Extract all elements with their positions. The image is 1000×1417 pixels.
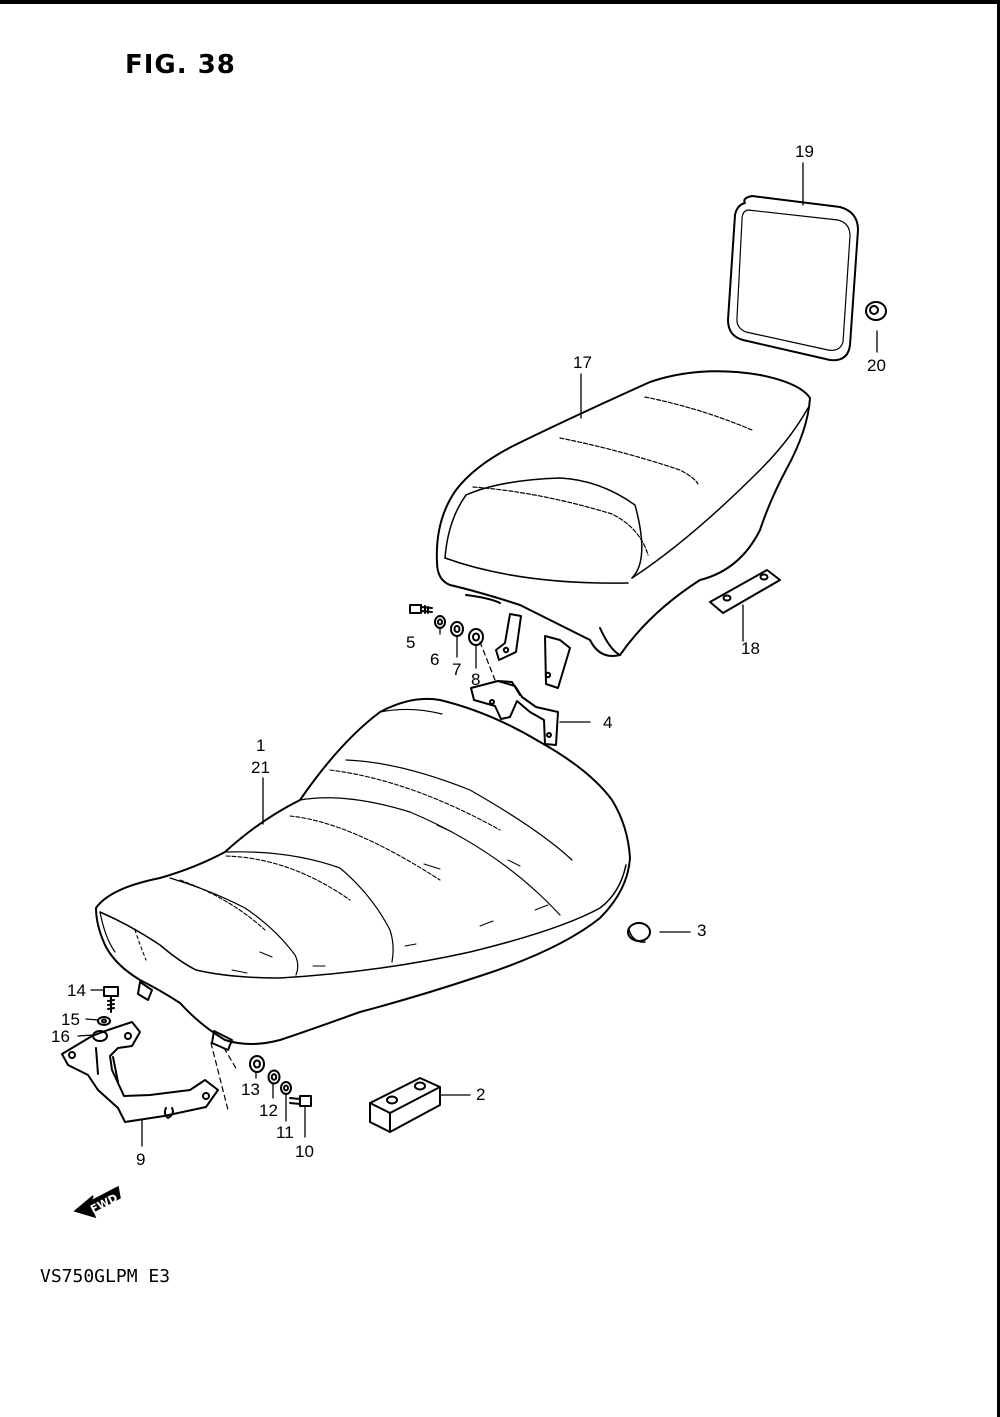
callout-3: 3 xyxy=(697,921,706,940)
callout-17: 17 xyxy=(573,353,592,372)
front-seat xyxy=(95,697,631,1051)
rear-seat xyxy=(435,370,811,689)
callout-19: 19 xyxy=(795,142,814,161)
callout-5: 5 xyxy=(406,633,415,652)
callout-20: 20 xyxy=(867,356,886,375)
figure-title: FIG. 38 xyxy=(125,50,236,80)
leader-lines xyxy=(77,162,878,1147)
callout-16: 16 xyxy=(51,1027,70,1046)
rubber-cushion-rear xyxy=(709,569,781,614)
callout-2: 2 xyxy=(476,1085,485,1104)
callout-18: 18 xyxy=(741,639,760,658)
callout-6: 6 xyxy=(430,650,439,669)
callout-12: 12 xyxy=(259,1101,278,1120)
backrest-pad xyxy=(727,195,859,362)
callout-7: 7 xyxy=(452,660,461,679)
alignment-lines xyxy=(210,641,496,1111)
callout-15: 15 xyxy=(61,1010,80,1029)
bolt-and-washers-upper xyxy=(409,604,484,646)
forward-direction-arrow: FWD xyxy=(73,1185,121,1219)
callout-11: 11 xyxy=(276,1123,294,1142)
callout-14: 14 xyxy=(67,981,86,1000)
cap-nut xyxy=(627,922,651,943)
seat-stay-bracket xyxy=(61,1021,219,1123)
callout-4: 4 xyxy=(603,713,612,732)
grommet xyxy=(865,301,887,321)
callout-13: 13 xyxy=(241,1080,260,1099)
callout-10: 10 xyxy=(295,1142,314,1161)
model-code: VS750GLPM E3 xyxy=(40,1266,171,1287)
callout-21: 21 xyxy=(251,758,270,777)
callout-labels: 19 20 17 18 4 5 6 7 8 1 21 3 2 14 15 16 … xyxy=(51,142,886,1169)
rubber-cushion-front xyxy=(369,1077,441,1133)
bolt-and-washers-lower-right xyxy=(249,1055,312,1107)
callout-1: 1 xyxy=(256,736,265,755)
seat-bracket xyxy=(470,680,559,746)
callout-8: 8 xyxy=(471,670,480,689)
callout-9: 9 xyxy=(136,1150,145,1169)
bolt-and-washers-lower-left xyxy=(92,986,119,1042)
